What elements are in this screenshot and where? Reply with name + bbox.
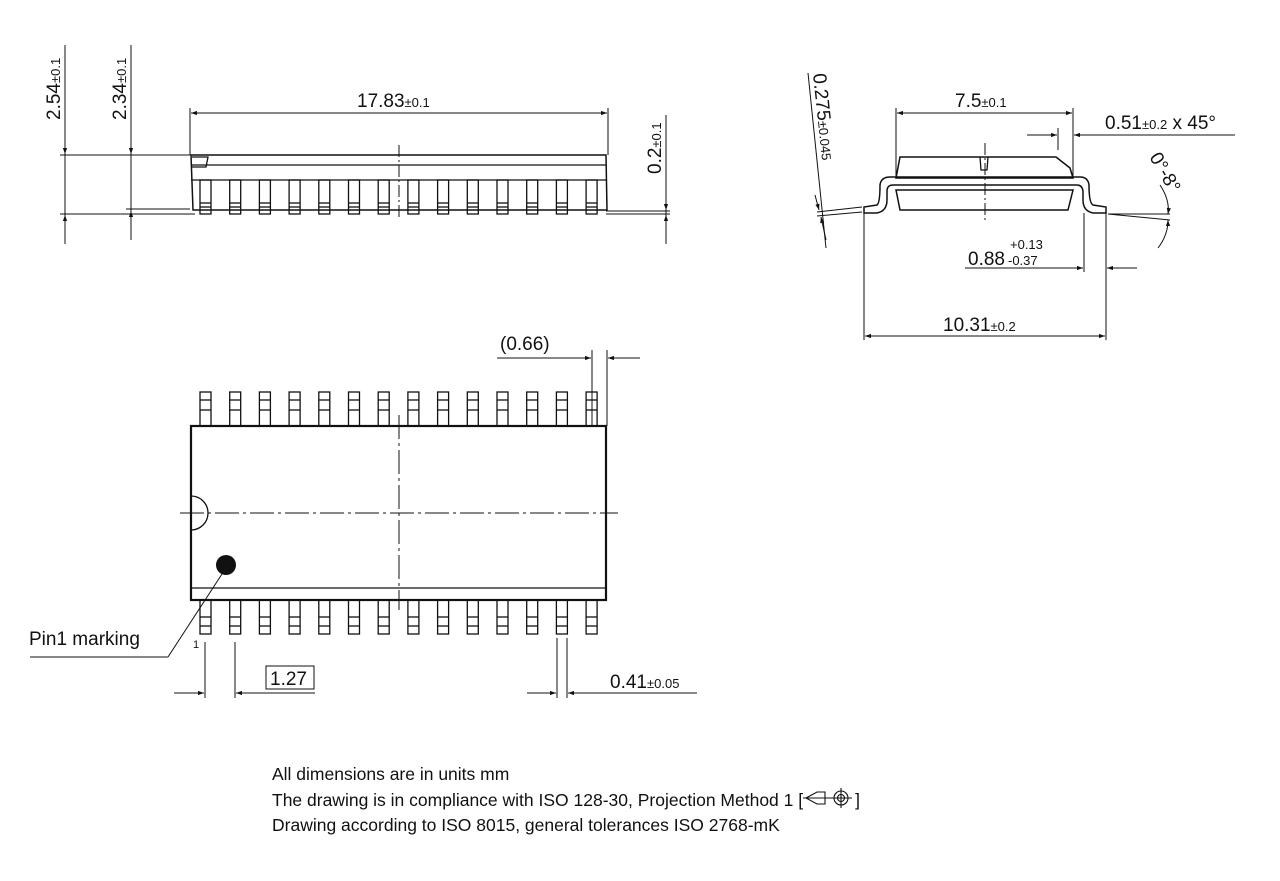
lead <box>288 391 301 427</box>
lead <box>466 179 479 215</box>
pin1-number: 1 <box>193 639 199 651</box>
side-view-leads <box>199 179 598 215</box>
lead <box>496 179 509 215</box>
end-view <box>807 72 1235 340</box>
lead <box>436 391 450 427</box>
lead <box>318 391 331 427</box>
lead <box>258 179 272 215</box>
note-tolerances: Drawing according to ISO 8015, general t… <box>272 815 780 835</box>
svg-text:0.51±0.2 x 45°: 0.51±0.2 x 45° <box>1105 113 1216 134</box>
lead <box>436 179 450 215</box>
svg-text:17.83±0.1: 17.83±0.1 <box>357 91 430 112</box>
lead <box>526 179 539 215</box>
lead <box>347 391 361 427</box>
note-units: All dimensions are in units mm <box>272 764 510 784</box>
lead <box>526 391 539 427</box>
drawing-notes: All dimensions are in units mm The drawi… <box>272 762 860 838</box>
svg-text:1.27: 1.27 <box>270 669 307 690</box>
lead <box>258 391 272 427</box>
lead <box>288 179 301 215</box>
note-projection: The drawing is in compliance with ISO 12… <box>272 787 860 813</box>
pin1-label: Pin1 marking <box>29 629 140 650</box>
lead <box>229 179 242 215</box>
svg-text:0.88: 0.88 <box>968 249 1005 270</box>
lead <box>199 179 212 215</box>
svg-text:2.34±0.1: 2.34±0.1 <box>110 58 131 120</box>
lead <box>496 391 509 427</box>
svg-text:10.31±0.2: 10.31±0.2 <box>943 315 1016 336</box>
top-view-leads <box>199 391 598 427</box>
svg-text:7.5±0.1: 7.5±0.1 <box>955 91 1007 112</box>
lead <box>229 391 242 427</box>
lead <box>585 179 598 215</box>
side-view <box>60 45 670 244</box>
pin1-marking-dot <box>216 555 236 575</box>
top-view <box>30 350 697 698</box>
lead <box>377 391 390 427</box>
lead <box>466 391 479 427</box>
lead <box>407 391 420 427</box>
lead <box>377 179 390 215</box>
svg-text:+0.13: +0.13 <box>1010 237 1043 252</box>
lead <box>318 179 331 215</box>
svg-text:(0.66): (0.66) <box>500 334 550 355</box>
svg-text:0.275±0.045: 0.275±0.045 <box>808 72 838 161</box>
svg-text:-0.37: -0.37 <box>1008 253 1038 268</box>
svg-text:0.2±0.1: 0.2±0.1 <box>645 122 666 174</box>
svg-text:0.41±0.05: 0.41±0.05 <box>610 672 679 693</box>
svg-text:0°-8°: 0°-8° <box>1145 149 1185 196</box>
projection-method-icon <box>803 788 853 808</box>
lead <box>347 179 361 215</box>
lead <box>407 179 420 215</box>
end-view-labels: 0.275±0.045 7.5±0.1 0.51±0.2 x 45° 0°-8°… <box>808 72 1216 336</box>
lead <box>199 391 212 427</box>
svg-text:2.54±0.1: 2.54±0.1 <box>44 58 65 120</box>
side-view-labels: 2.54±0.1 2.34±0.1 17.83±0.1 0.2±0.1 <box>44 58 666 174</box>
top-view-labels: (0.66) 1.27 0.41±0.05 Pin1 marking 1 <box>29 334 679 693</box>
lead <box>555 179 569 215</box>
bottom-view-leads <box>199 599 598 635</box>
lead <box>555 391 569 427</box>
